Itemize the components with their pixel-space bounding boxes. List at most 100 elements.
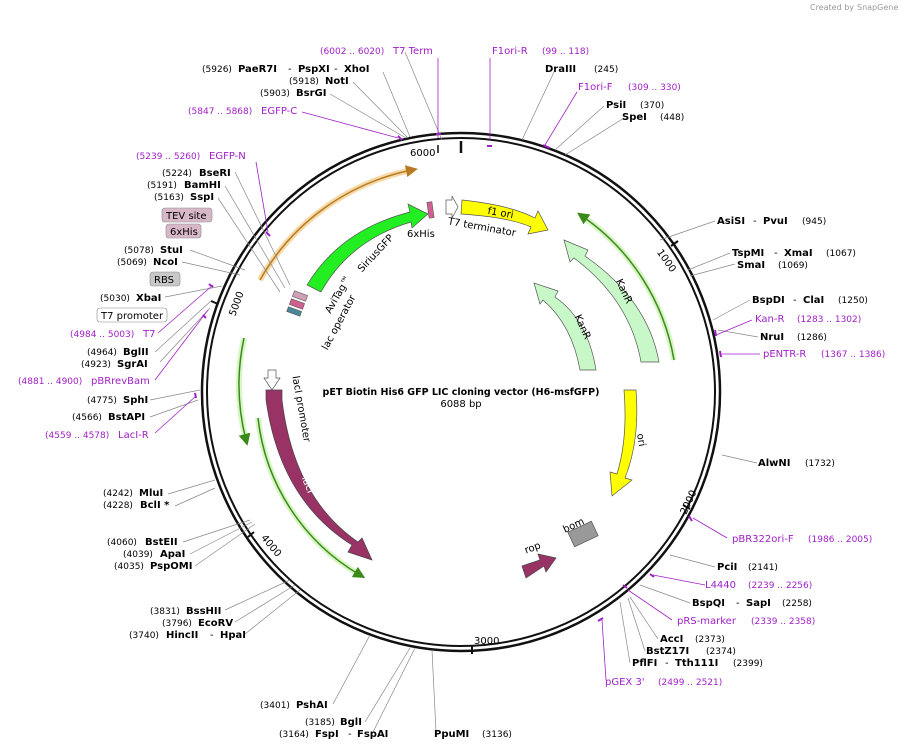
stui-label: StuI: [160, 245, 183, 256]
tth111i-dash: -: [665, 658, 669, 669]
fspai-dash: -: [348, 729, 352, 740]
pbr322orif-label: pBR322ori-F: [732, 534, 794, 545]
bsteii-pos: (4060): [107, 538, 137, 548]
bspdi-label: BspDI: [752, 295, 785, 306]
pspomi-label: PspOMI: [150, 561, 192, 572]
backbone-inner: [206, 137, 716, 647]
tick-2000: [682, 504, 691, 510]
bcli-pos: (4228): [103, 501, 133, 511]
t7term-pos: (6002 .. 6020): [320, 47, 384, 57]
pbr322orif-pos: (1986 .. 2005): [808, 535, 872, 545]
psii-pos: (370): [640, 101, 664, 111]
bseri-pos: (5224): [162, 169, 192, 179]
rbs-box-text: RBS: [154, 275, 174, 286]
hpai-dash: -: [210, 630, 214, 641]
tick-label-1000: 1000: [654, 247, 678, 274]
bamhi-pos: (5191): [147, 181, 177, 191]
egfpc-pos: (5847 .. 5868): [188, 107, 252, 117]
bsshii-pos: (3831): [150, 607, 180, 617]
kanr-primer-pos: (1283 .. 1302): [797, 315, 861, 325]
xmai-label: XmaI: [784, 248, 813, 259]
paer7i-label: PaeR7I: [238, 64, 277, 75]
stui-pos: (5078): [124, 246, 154, 256]
sapi-dash: -: [736, 598, 740, 609]
pbrrevbam-label: pBRrevBam: [91, 376, 150, 387]
acci-pos: (2373): [695, 635, 725, 645]
leader-lines: [149, 51, 759, 735]
asisi-pos: (945): [802, 217, 826, 227]
laci-promoter-label: lacI promoter: [289, 375, 312, 444]
tick-1000: [670, 240, 679, 247]
tev-site-box: TEV site: [161, 207, 213, 223]
f1-ori-arrow: [460, 199, 549, 235]
f1-ori-label: f1 ori: [487, 206, 515, 221]
bspqi-pos: (2258): [782, 599, 812, 609]
backbone-outer: [200, 131, 722, 653]
hincii-pos: (3740): [129, 631, 159, 641]
his6-label: 6xHis: [407, 229, 435, 240]
xhoi-label: XhoI: [344, 64, 369, 75]
tick-label-3000: 3000: [474, 636, 499, 647]
prsmarker-label: pRS-marker: [677, 616, 737, 627]
sspi-label: SspI: [190, 192, 214, 203]
his6-box-text: 6xHis: [170, 227, 198, 238]
rop-label: rop: [523, 540, 542, 556]
bstz17i-pos: (2374): [706, 647, 736, 657]
sphi-pos: (4775): [87, 396, 117, 406]
tick-5000: [210, 300, 219, 305]
bspdi-pos: (1250): [838, 296, 868, 306]
bsshii-label: BssHII: [186, 606, 221, 617]
pflfi-label: PflFI: [632, 658, 657, 669]
tspmi-pos: (1067): [826, 249, 856, 259]
apai-label: ApaI: [160, 549, 185, 560]
pbrrevbam-pos: (4881 .. 4900): [18, 377, 82, 387]
pspomi-pos: (4035): [114, 562, 144, 572]
ori-arrow: [609, 389, 638, 497]
green-region-arrow-bottom: [257, 417, 366, 579]
bstz17i-label: BstZ17I: [646, 646, 689, 657]
ecorv-pos: (3796): [162, 619, 192, 629]
t7-primer-pos: (4984 .. 5003): [70, 330, 134, 340]
rbs-feature: [286, 306, 302, 317]
primer-marks: [194, 133, 722, 622]
laci-promoter-arrow: [263, 369, 281, 391]
green-region-arrow-left: [238, 337, 251, 446]
prsmarker-pos: (2339 .. 2358): [751, 617, 815, 627]
f1orif-label: F1ori-F: [578, 82, 613, 93]
map-title: pET Biotin His6 GFP LIC cloning vector (…: [323, 387, 600, 398]
tspmi-label: TspMI: [732, 248, 764, 259]
noti-pos: (5918): [289, 77, 319, 87]
bom-feature: [567, 520, 599, 548]
pspxi-label: PspXI: [298, 64, 330, 75]
pentrr-pos: (1367 .. 1386): [821, 350, 885, 360]
spei-label: SpeI: [622, 112, 647, 123]
asisi-label: AsiSI: [717, 216, 745, 227]
his6-feature: [426, 201, 435, 219]
bglii-pos: (4964): [87, 348, 117, 358]
kanr-primer-label: Kan-R: [755, 314, 784, 325]
tev-site-feature: [292, 290, 308, 302]
smai-pos: (1069): [778, 261, 808, 271]
bseri-label: BseRI: [199, 168, 231, 179]
tick-label-6000: 6000: [410, 148, 435, 159]
drai-label: DraIII: [545, 64, 576, 75]
t7-promoter-box: T7 promoter: [96, 307, 168, 323]
mlui-pos: (4242): [103, 489, 133, 499]
orange-region-arrow: [259, 165, 418, 281]
nrui-pos: (1286): [797, 333, 827, 343]
pvui-dash: -: [753, 216, 757, 227]
acci-label: AccI: [660, 634, 683, 645]
his6-box: 6xHis: [165, 223, 202, 239]
sapi-label: SapI: [746, 598, 771, 609]
ori-label: ori: [634, 433, 647, 448]
ppumi-pos: (3136): [482, 730, 512, 740]
pvui-label: PvuI: [763, 216, 788, 227]
smai-label: SmaI: [737, 260, 765, 271]
t7-promoter-text: T7 promoter: [100, 311, 164, 322]
f1orif-pos: (309 .. 330): [628, 83, 681, 93]
his6-small-feature: [289, 298, 305, 310]
egfpn-pos: (5239 .. 5260): [136, 152, 200, 162]
pspxi-dash: -: [288, 64, 292, 75]
primer-leader-lines: [154, 58, 760, 681]
mlui-label: MluI: [139, 488, 163, 499]
